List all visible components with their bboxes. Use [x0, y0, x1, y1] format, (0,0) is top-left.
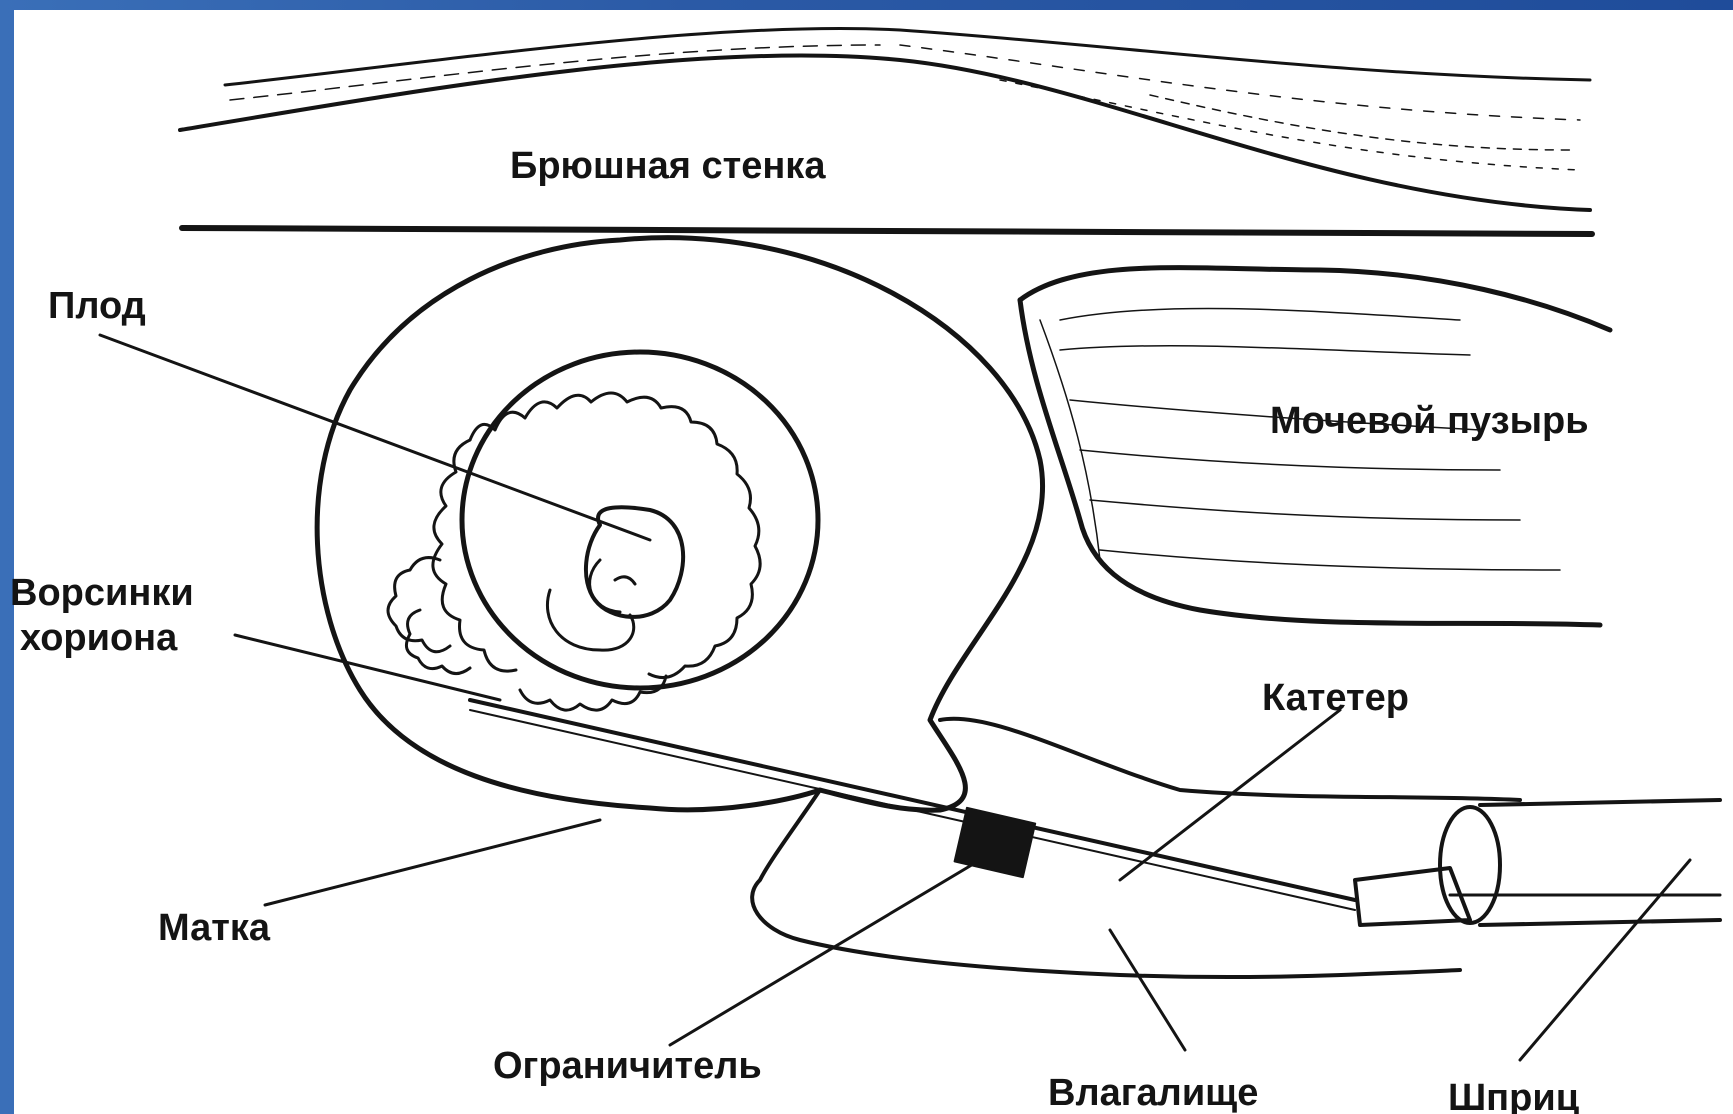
uterus-outline [317, 238, 1042, 811]
label-catheter: Катетер [1262, 677, 1409, 719]
label-uterus: Матка [158, 907, 271, 949]
abdominal-wall [180, 28, 1592, 234]
label-abdominal-wall: Брюшная стенка [510, 145, 826, 187]
leader-lines [100, 335, 1690, 1060]
label-bladder: Мочевой пузырь [1270, 400, 1589, 442]
syringe [1355, 800, 1720, 925]
cervix-outline [752, 719, 1520, 977]
chorionic-villi [388, 393, 760, 710]
label-villi-line1: Ворсинки [10, 572, 194, 614]
label-vagina: Влагалище [1048, 1072, 1258, 1114]
bladder [1020, 268, 1610, 625]
label-fetus: Плод [48, 285, 146, 327]
label-villi-line2: хориона [20, 617, 178, 659]
gestational-sac [462, 352, 818, 688]
label-syringe: Шприц [1448, 1077, 1580, 1114]
label-limiter: Ограничитель [493, 1045, 762, 1087]
